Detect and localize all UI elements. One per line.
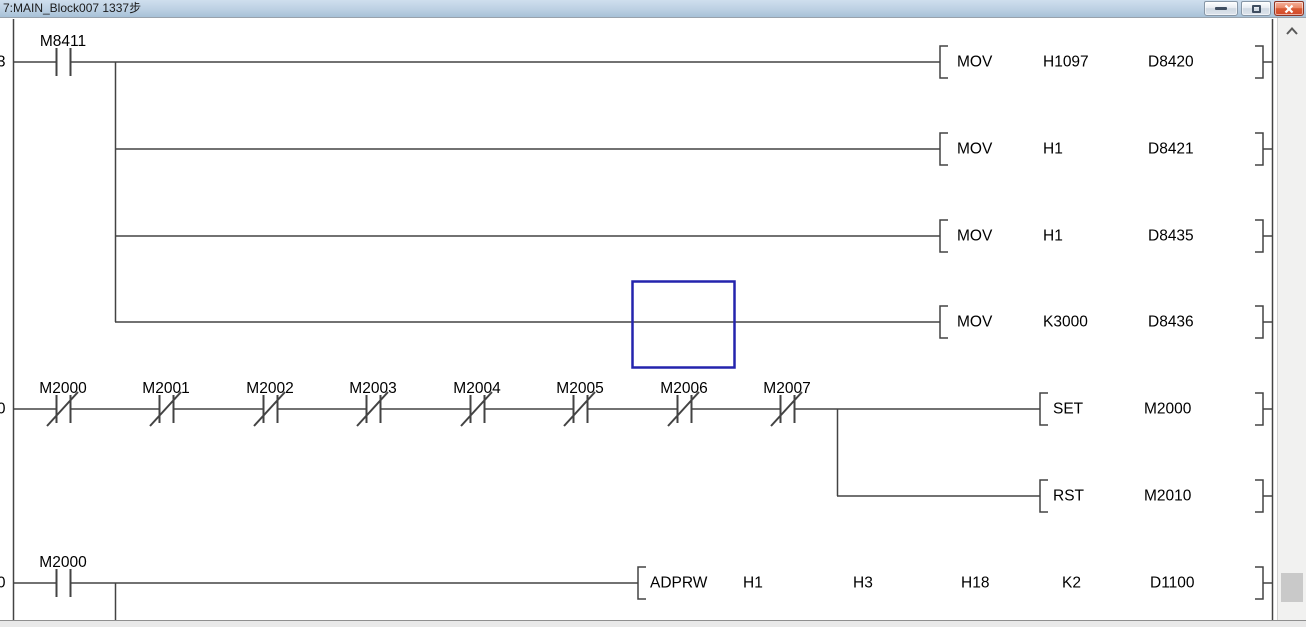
- operand-1: H1: [1043, 141, 1063, 158]
- operand-1: K3000: [1043, 314, 1088, 331]
- close-button[interactable]: [1274, 1, 1304, 16]
- operand: M2000: [1144, 401, 1192, 418]
- rung-2: 0 M2000 M2001 M2002 M2003: [0, 380, 1272, 513]
- restore-button[interactable]: [1241, 1, 1271, 16]
- op-label: MOV: [957, 141, 993, 158]
- operand-2: D8420: [1148, 54, 1194, 71]
- contact-nc-m2000[interactable]: M2000: [39, 380, 87, 427]
- contact-nc-m2006[interactable]: M2006: [660, 380, 708, 427]
- op-label: MOV: [957, 54, 993, 71]
- operand-5: D1100: [1150, 575, 1195, 592]
- operand-4: K2: [1062, 575, 1081, 592]
- contact-label: M2006: [660, 380, 707, 397]
- op-label: SET: [1053, 401, 1084, 418]
- instruction-mov-d8435[interactable]: MOV H1 D8435: [939, 219, 1272, 253]
- window-titlebar[interactable]: 7:MAIN_Block007 1337步: [0, 0, 1306, 18]
- operand-2: D8435: [1148, 228, 1194, 245]
- instruction-adprw-d1100[interactable]: ADPRW H1 H3 H18 K2 D1100: [637, 566, 1272, 600]
- rung-3: 0 M2000 ADPRW H1 H3 H18 K2 D1100: [0, 554, 1272, 620]
- window-controls: [1204, 1, 1304, 16]
- operand-1: H1: [1043, 228, 1063, 245]
- instruction-mov-d8421[interactable]: MOV H1 D8421: [939, 132, 1272, 166]
- contact-nc-m2002[interactable]: M2002: [246, 380, 294, 427]
- contact-label: M2005: [556, 380, 603, 397]
- contact-nc-m2004[interactable]: M2004: [453, 380, 501, 427]
- rung-1: 3 M8411 MOV H1097 D8420: [0, 33, 1272, 339]
- operand-3: H18: [961, 575, 989, 592]
- op-label: ADPRW: [650, 575, 708, 592]
- op-label: MOV: [957, 314, 993, 331]
- chevron-up-icon: [1286, 27, 1298, 35]
- ladder-canvas: 3 M8411 MOV H1097 D8420: [0, 19, 1274, 620]
- instruction-rst-m2010[interactable]: RST M2010: [1039, 479, 1272, 513]
- minimize-button[interactable]: [1204, 1, 1238, 16]
- contact-label: M2002: [246, 380, 293, 397]
- contact-no-m8411[interactable]: M8411: [13, 33, 86, 76]
- step-number: 0: [0, 575, 6, 592]
- contact-label: M2007: [763, 380, 810, 397]
- contact-nc-m2005[interactable]: M2005: [556, 380, 604, 427]
- contact-label: M2003: [349, 380, 396, 397]
- contact-no-m2000[interactable]: M2000: [13, 554, 87, 597]
- operand: M2010: [1144, 488, 1192, 505]
- minimize-icon: [1215, 7, 1227, 10]
- contact-nc-m2001[interactable]: M2001: [142, 380, 190, 427]
- operand-2: D8421: [1148, 141, 1194, 158]
- restore-icon: [1251, 4, 1261, 13]
- contact-label: M2000: [39, 554, 87, 571]
- contact-nc-m2003[interactable]: M2003: [349, 380, 397, 427]
- contact-label: M2004: [453, 380, 501, 397]
- window-bottom-frame: [0, 620, 1306, 627]
- scroll-up-button[interactable]: [1278, 22, 1306, 40]
- vertical-scrollbar-thumb[interactable]: [1281, 573, 1303, 602]
- window-title: 7:MAIN_Block007 1337步: [3, 1, 142, 15]
- op-label: MOV: [957, 228, 993, 245]
- instruction-mov-d8436[interactable]: MOV K3000 D8436: [939, 305, 1272, 339]
- instruction-mov-d8420[interactable]: MOV H1097 D8420: [939, 45, 1272, 79]
- operand-1: H1: [743, 575, 763, 592]
- instruction-set-m2000[interactable]: SET M2000: [1039, 392, 1272, 426]
- operand-2: D8436: [1148, 314, 1194, 331]
- operand-2: H3: [853, 575, 873, 592]
- close-icon: [1284, 4, 1294, 13]
- contact-label: M2001: [142, 380, 189, 397]
- contact-nc-m2007[interactable]: M2007: [763, 380, 811, 427]
- ladder-edit-area[interactable]: 3 M8411 MOV H1097 D8420: [0, 18, 1277, 620]
- selection-cursor[interactable]: [631, 280, 736, 369]
- step-number: 3: [0, 54, 6, 71]
- op-label: RST: [1053, 488, 1085, 505]
- vertical-scrollbar[interactable]: [1277, 18, 1306, 620]
- operand-1: H1097: [1043, 54, 1089, 71]
- contact-label: M8411: [40, 33, 86, 50]
- contact-label: M2000: [39, 380, 87, 397]
- step-number: 0: [0, 401, 6, 418]
